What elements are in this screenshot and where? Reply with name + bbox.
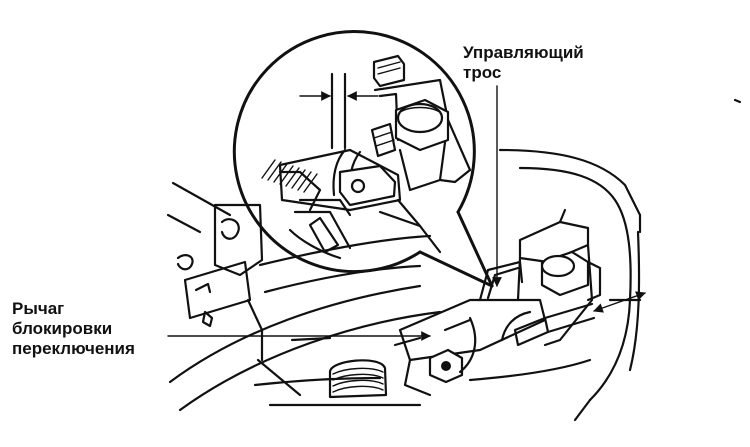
inset-detail-parts [261, 54, 472, 260]
lower-mechanism [393, 208, 646, 397]
shift-lock-lever-label: Рычаг блокировки переключения [12, 299, 135, 359]
shift-boot [328, 359, 388, 399]
corner-mark [733, 98, 742, 104]
left-bracket [166, 181, 332, 397]
shift-lock-lever-label-line-3: переключения [12, 339, 135, 358]
vehicle-body-outline [168, 148, 642, 422]
control-cable-label-line-2: трос [463, 63, 502, 82]
inset-hatching [261, 159, 318, 193]
control-cable-label-line-1: Управляющий [463, 43, 584, 62]
shift-lock-lever-label-line-1: Рычаг [12, 299, 65, 318]
detail-inset [232, 30, 494, 288]
control-cable-label: Управляющий трос [463, 43, 584, 83]
shift-lock-lever-label-line-2: блокировки [12, 319, 113, 338]
